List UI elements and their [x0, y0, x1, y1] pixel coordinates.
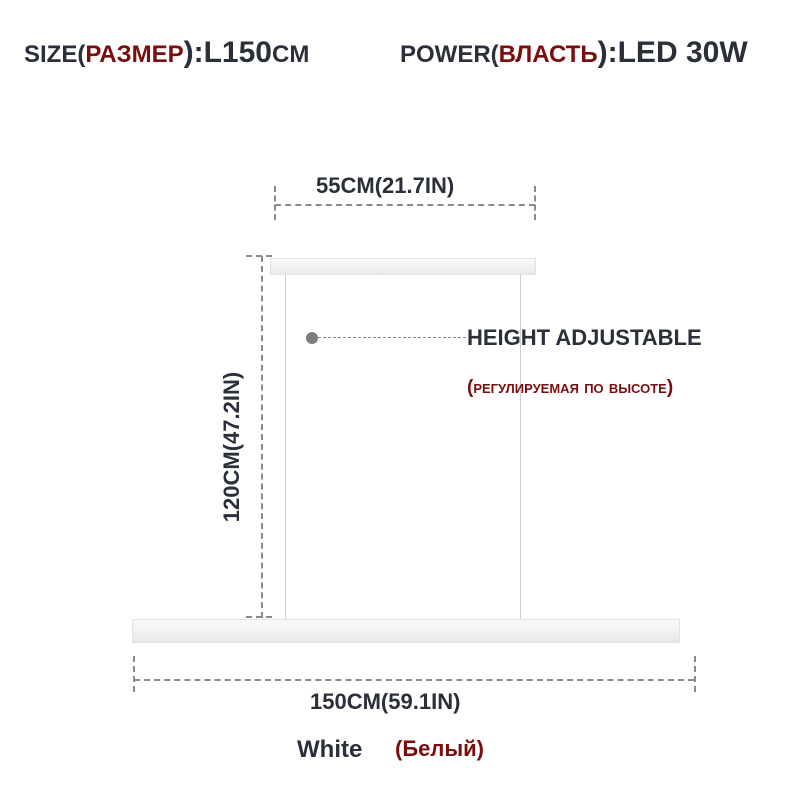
size-label-ru: РАЗМЕР [85, 41, 184, 68]
size-value: L150 [203, 36, 272, 69]
separator: ): [183, 36, 204, 69]
canopy-unit: CM(21.7IN) [340, 173, 455, 198]
canopy-width-label: 55CM(21.7IN) [316, 173, 454, 199]
canopy-dimension-line [275, 204, 535, 206]
ceiling-canopy [270, 258, 536, 275]
separator: ): [597, 36, 618, 69]
annotation-leader-line [318, 337, 466, 338]
height-label: 120CM(47.2IN) [219, 372, 245, 522]
power-label-ru: ВЛАСТЬ [498, 41, 598, 68]
length-dimension-line [134, 679, 694, 681]
power-label: POWER( [400, 41, 499, 68]
height-adjustable-subtitle: (регулируемая по высоте) [467, 377, 674, 398]
length-label: 150CM(59.1IN) [310, 689, 460, 715]
annotation-dot [306, 332, 318, 344]
suspension-wire [520, 274, 521, 619]
height-value: 120 [219, 485, 244, 523]
dimension-tick [246, 255, 272, 257]
dimension-tick [694, 656, 696, 692]
size-unit: CM [272, 41, 310, 68]
color-name: White [297, 736, 363, 763]
dimension-tick [133, 656, 135, 692]
dimension-tick [274, 186, 276, 220]
canopy-value: 55 [316, 173, 341, 198]
height-adjustable-title: HEIGHT ADJUSTABLE [467, 325, 702, 350]
length-unit: CM(59.1IN) [346, 689, 461, 714]
dimension-tick [534, 186, 536, 220]
size-spec: SIZE(РАЗМЕР):L150CM [24, 36, 309, 70]
power-value: LED 30W [617, 36, 748, 69]
color-name-ru: (Белый) [395, 736, 484, 761]
suspension-wire [285, 274, 286, 619]
height-dimension-line [261, 256, 263, 618]
lamp-body [132, 619, 680, 643]
size-label: SIZE( [24, 41, 86, 68]
length-value: 150 [310, 689, 347, 714]
dimension-tick [246, 616, 272, 618]
power-spec: POWER(ВЛАСТЬ):LED 30W [400, 36, 748, 70]
height-unit: CM(47.2IN) [219, 371, 244, 486]
